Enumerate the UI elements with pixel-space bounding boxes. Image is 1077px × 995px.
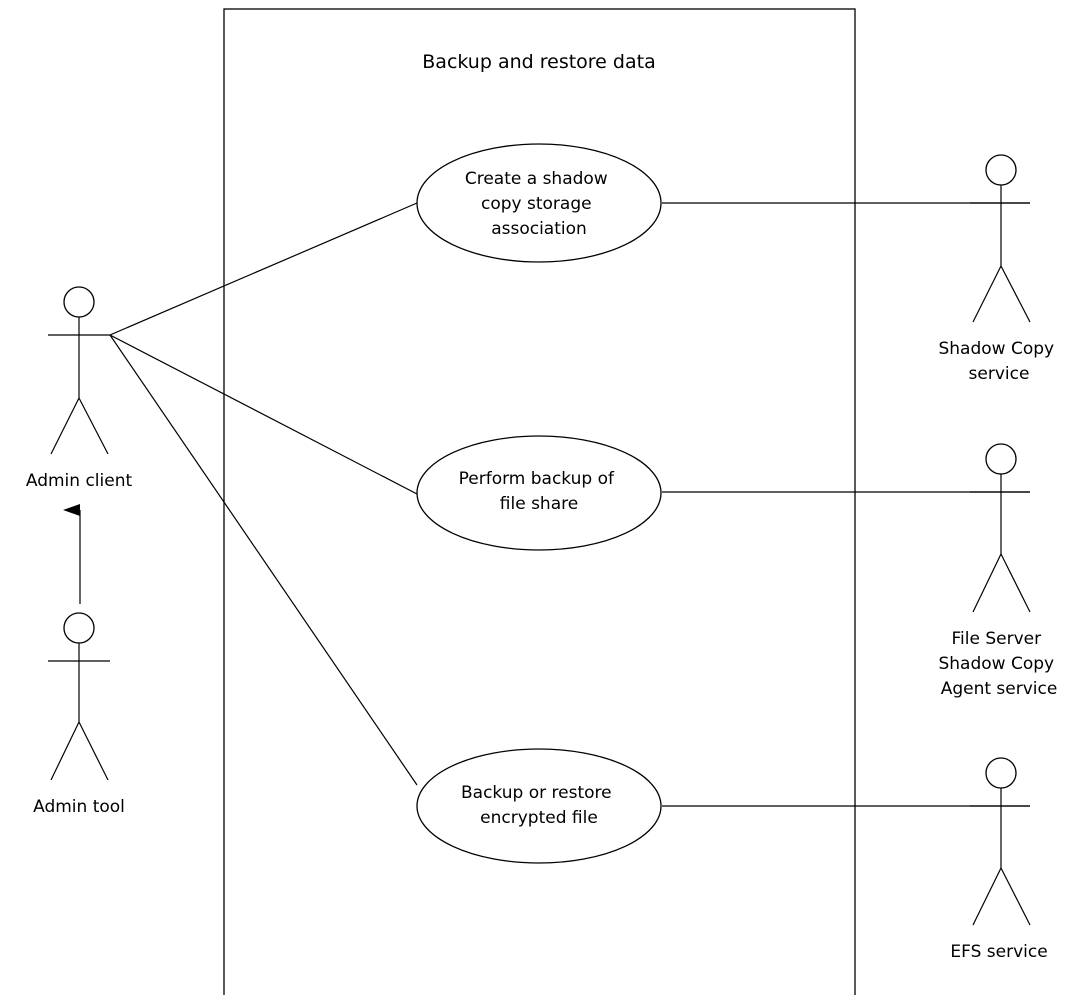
use-case-backup-restore-encrypted: Backup or restore encrypted file: [416, 748, 662, 864]
actor-label-line: service: [969, 364, 1030, 384]
use-case-label-line: copy storage: [481, 194, 592, 214]
use-case-label-line: file share: [500, 494, 578, 514]
actor-admin-tool: Admin tool: [33, 612, 125, 817]
actor-admin-client: Admin client: [26, 286, 133, 491]
actor-label: Admin tool: [33, 797, 125, 817]
stick-figure-icon: [970, 154, 1031, 323]
svg-text:Create a shadow copy sto: Create a shadow copy storage association: [465, 169, 613, 239]
use-case-label-line: Create a shadow: [465, 169, 608, 189]
svg-text:Perform backup of file s: Perform backup of file share: [459, 469, 620, 514]
use-case-label-line: encrypted file: [480, 808, 598, 828]
actor-efs-service: EFS service: [950, 757, 1048, 962]
actor-label: EFS service: [950, 942, 1047, 962]
assoc-admin-uc1: [109, 202, 418, 336]
use-case-create-shadow-copy-association: Create a shadow copy storage association: [416, 143, 662, 263]
svg-text:Shadow Copy service: Shadow Copy service: [938, 339, 1059, 384]
use-case-perform-backup: Perform backup of file share: [416, 435, 662, 551]
actor-shadow-copy-service: Shadow Copy service: [938, 154, 1059, 384]
actor-label-line: Shadow Copy: [938, 654, 1054, 674]
actor-label-line: Shadow Copy: [938, 339, 1054, 359]
actor-file-server-agent: File Server Shadow Copy Agent service: [938, 443, 1059, 699]
use-case-label-line: Perform backup of: [459, 469, 615, 489]
stick-figure-icon: [970, 443, 1031, 613]
actor-label-line: Agent service: [941, 679, 1058, 699]
svg-text:Backup or restore encryp: Backup or restore encrypted file: [461, 783, 617, 828]
actor-label: Admin client: [26, 471, 133, 491]
svg-text:File Server Shadow Copy: File Server Shadow Copy Agent service: [938, 629, 1059, 699]
system-boundary: [223, 8, 856, 995]
use-case-label-line: Backup or restore: [461, 783, 612, 803]
stick-figure-icon: [48, 612, 110, 781]
actor-label-line: File Server: [951, 629, 1041, 649]
assoc-admin-uc3: [109, 334, 418, 786]
stick-figure-icon: [970, 757, 1031, 926]
system-title: Backup and restore data: [422, 51, 655, 73]
assoc-admin-uc2: [109, 334, 418, 495]
stick-figure-icon: [48, 286, 110, 455]
use-case-label-line: association: [491, 219, 587, 239]
